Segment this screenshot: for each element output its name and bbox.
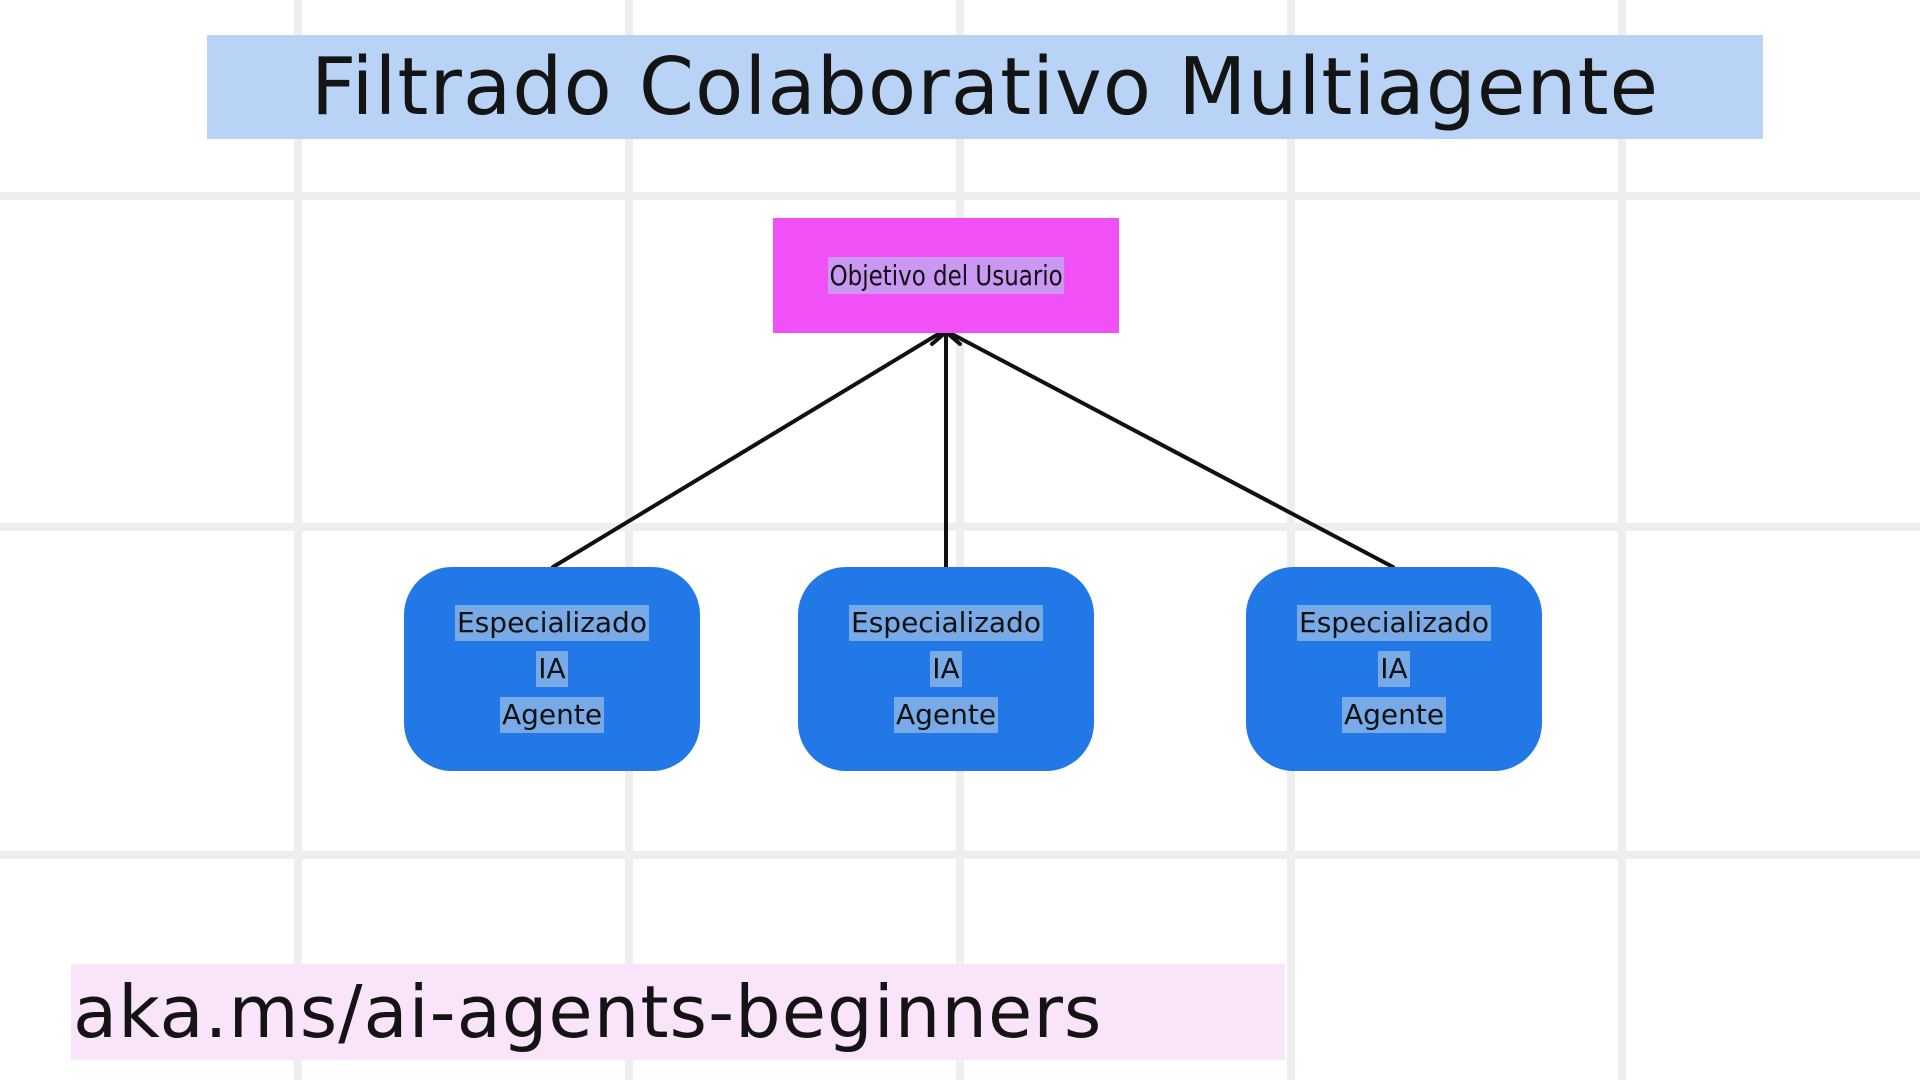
footer-banner: aka.ms/ai-agents-beginners	[71, 964, 1285, 1060]
agent-node-3: Especializado IA Agente	[1246, 567, 1542, 771]
user-goal-node: Objetivo del Usuario	[773, 218, 1119, 333]
user-goal-label: Objetivo del Usuario	[827, 257, 1065, 294]
agent-line-1: Especializado	[849, 605, 1043, 641]
agent-node-1: Especializado IA Agente	[404, 567, 700, 771]
agent-line-1: Especializado	[1297, 605, 1491, 641]
agent-line-2: IA	[536, 651, 568, 687]
footer-link[interactable]: aka.ms/ai-agents-beginners	[73, 970, 1103, 1054]
diagram-title: Filtrado Colaborativo Multiagente	[310, 41, 1660, 133]
title-banner: Filtrado Colaborativo Multiagente	[207, 35, 1763, 139]
agent-line-1: Especializado	[455, 605, 649, 641]
agent-line-3: Agente	[893, 697, 999, 733]
agent-line-2: IA	[1378, 651, 1410, 687]
agent-line-3: Agente	[1341, 697, 1447, 733]
agent-node-2: Especializado IA Agente	[798, 567, 1094, 771]
agent-line-3: Agente	[499, 697, 605, 733]
agent-line-2: IA	[930, 651, 962, 687]
